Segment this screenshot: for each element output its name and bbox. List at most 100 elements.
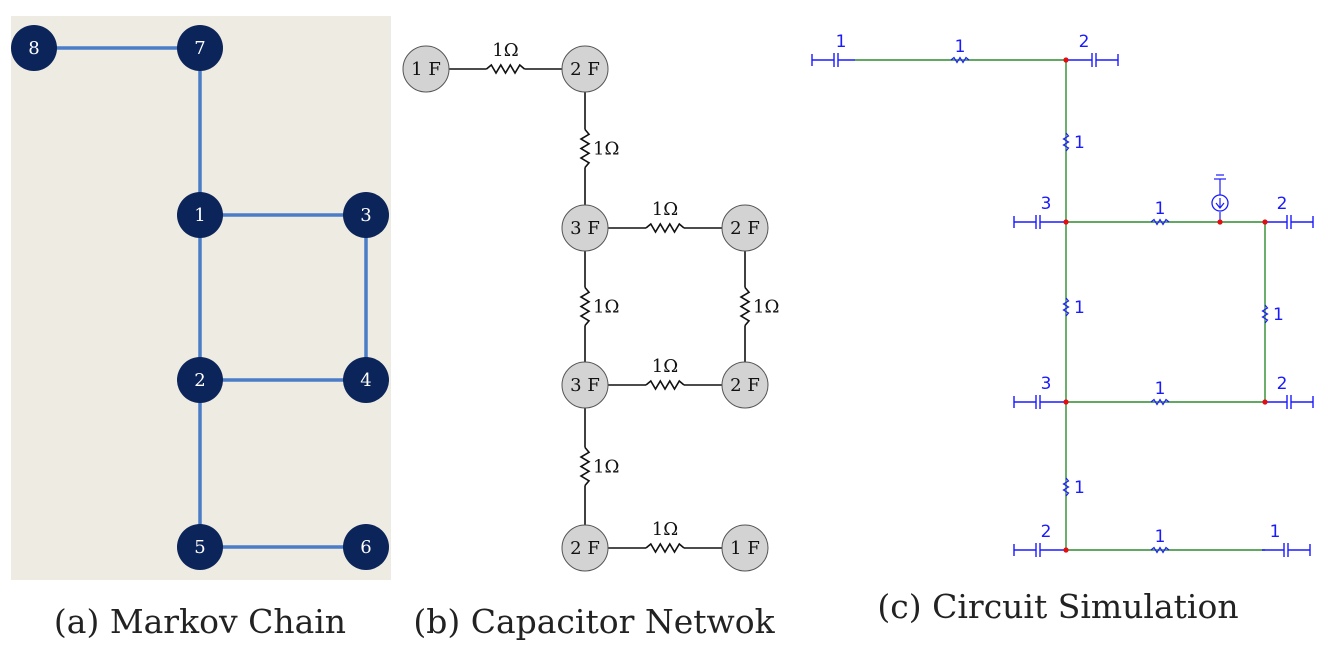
markov-node-label: 7 bbox=[194, 38, 205, 59]
circuit-resistor: 1 bbox=[1150, 379, 1170, 406]
capacitor-network-edges: 1Ω 1Ω 1Ω 1Ω 1Ω 1Ω 1Ω 1Ω bbox=[426, 40, 779, 554]
resistor-symbol bbox=[645, 542, 685, 554]
capacitor-node-circle bbox=[721, 361, 769, 409]
capacitor-node-circle bbox=[561, 524, 609, 572]
capacitor-node-c3: 3 F bbox=[561, 204, 609, 252]
resistor-label: 1Ω bbox=[652, 356, 678, 377]
markov-node-8: 8 bbox=[11, 25, 57, 71]
capacitor-edge-c7-c8: 1Ω bbox=[585, 519, 745, 554]
resistor-symbol bbox=[645, 379, 685, 391]
circuit-junction bbox=[1262, 219, 1268, 225]
resistor-label: 1Ω bbox=[753, 297, 779, 318]
resistor-value: 1 bbox=[1155, 379, 1166, 399]
resistor-value: 1 bbox=[1074, 298, 1085, 318]
capacitor-edge-c5-c7: 1Ω bbox=[579, 385, 619, 548]
circuit-capacitor: 2 bbox=[1265, 374, 1314, 409]
capacitor-edge-c3-c5: 1Ω bbox=[579, 228, 619, 385]
resistor-label: 1Ω bbox=[593, 139, 619, 160]
capacitor-node-label: 2 F bbox=[730, 375, 760, 396]
resistor-label: 1Ω bbox=[652, 199, 678, 220]
capacitor-node-circle bbox=[721, 524, 769, 572]
circuit-junction bbox=[1262, 399, 1268, 405]
circuit-junction bbox=[1063, 547, 1069, 553]
capacitor-value: 2 bbox=[1277, 374, 1288, 394]
capacitor-node-label: 3 F bbox=[570, 375, 600, 396]
circuit-capacitor: 1 bbox=[1262, 522, 1311, 557]
circuit-junction bbox=[1217, 219, 1223, 225]
capacitor-value: 1 bbox=[1270, 522, 1281, 542]
capacitor-node-c8: 1 F bbox=[721, 524, 769, 572]
capacitor-node-circle bbox=[402, 45, 450, 93]
resistor-symbol bbox=[579, 128, 591, 169]
markov-node-5: 5 bbox=[177, 524, 223, 570]
circuit-resistor: 1 bbox=[1062, 477, 1085, 498]
markov-chain-edges bbox=[34, 46, 368, 549]
resistor-value: 1 bbox=[1074, 478, 1085, 498]
markov-node-circle bbox=[177, 357, 223, 403]
capacitor-value: 3 bbox=[1041, 194, 1052, 214]
capacitor-node-label: 3 F bbox=[570, 218, 600, 239]
capacitor-node-c1: 1 F bbox=[402, 45, 450, 93]
circuit-capacitor: 2 bbox=[1265, 194, 1314, 229]
capacitor-edge-c1-c2: 1Ω bbox=[426, 40, 585, 75]
markov-node-circle bbox=[343, 524, 389, 570]
capacitor-value: 2 bbox=[1277, 194, 1288, 214]
resistor-value: 1 bbox=[1155, 199, 1166, 219]
circuit-capacitor: 2 bbox=[1013, 522, 1066, 557]
resistor-label: 1Ω bbox=[593, 297, 619, 318]
circuit-junction bbox=[1063, 399, 1069, 405]
capacitor-node-c2: 2 F bbox=[561, 45, 609, 93]
markov-node-circle bbox=[177, 25, 223, 71]
circuit-capacitor: 3 bbox=[1013, 374, 1066, 409]
markov-node-3: 3 bbox=[343, 192, 389, 238]
capacitor-node-c5: 3 F bbox=[561, 361, 609, 409]
markov-node-7: 7 bbox=[177, 25, 223, 71]
capacitor-value: 1 bbox=[836, 32, 847, 52]
capacitor-value: 2 bbox=[1041, 522, 1052, 542]
markov-node-circle bbox=[177, 192, 223, 238]
markov-node-circle bbox=[343, 192, 389, 238]
resistor-symbol bbox=[485, 63, 526, 75]
circuit-resistor: 1 bbox=[1150, 527, 1170, 554]
markov-node-6: 6 bbox=[343, 524, 389, 570]
circuit-capacitor: 2 bbox=[1066, 32, 1119, 67]
circuit-junction bbox=[1063, 219, 1069, 225]
capacitor-node-circle bbox=[561, 204, 609, 252]
capacitor-node-label: 2 F bbox=[570, 538, 600, 559]
markov-chain-caption: (a) Markov Chain bbox=[54, 602, 346, 641]
resistor-value: 1 bbox=[1155, 527, 1166, 547]
circuit-wires bbox=[855, 59, 1266, 551]
resistor-value: 1 bbox=[955, 37, 966, 57]
capacitor-value: 2 bbox=[1079, 32, 1090, 52]
capacitor-node-label: 2 F bbox=[570, 59, 600, 80]
circuit-resistor: 1 bbox=[1261, 304, 1284, 325]
capacitor-network-caption: (b) Capacitor Netwok bbox=[413, 602, 775, 641]
markov-node-label: 1 bbox=[194, 205, 205, 226]
capacitor-node-label: 1 F bbox=[730, 538, 760, 559]
capacitor-edge-c3-c4: 1Ω bbox=[585, 199, 745, 234]
capacitor-value: 3 bbox=[1041, 374, 1052, 394]
circuit-capacitor: 3 bbox=[1013, 194, 1066, 229]
markov-node-label: 2 bbox=[194, 370, 205, 391]
capacitor-node-circle bbox=[561, 45, 609, 93]
capacitor-edge-c5-c6: 1Ω bbox=[585, 356, 745, 391]
markov-node-label: 5 bbox=[194, 537, 205, 558]
resistor-value: 1 bbox=[1074, 133, 1085, 153]
circuit-components: 1 1 2 1 3 1 2 1 1 3 1 2 1 2 1 1 bbox=[811, 32, 1314, 557]
markov-node-2: 2 bbox=[177, 357, 223, 403]
markov-node-circle bbox=[343, 357, 389, 403]
resistor-label: 1Ω bbox=[593, 457, 619, 478]
circuit-junction bbox=[1063, 57, 1069, 63]
resistor-symbol bbox=[579, 286, 591, 327]
resistor-label: 1Ω bbox=[652, 519, 678, 540]
circuit-capacitor: 1 bbox=[811, 32, 855, 67]
circuit-resistor: 1 bbox=[950, 37, 970, 64]
circuit-simulation-caption: (c) Circuit Simulation bbox=[877, 587, 1238, 626]
circuit-resistor: 1 bbox=[1062, 297, 1085, 318]
current-source bbox=[1211, 174, 1229, 222]
circuit-resistor: 1 bbox=[1062, 132, 1085, 153]
markov-node-label: 8 bbox=[28, 38, 39, 59]
